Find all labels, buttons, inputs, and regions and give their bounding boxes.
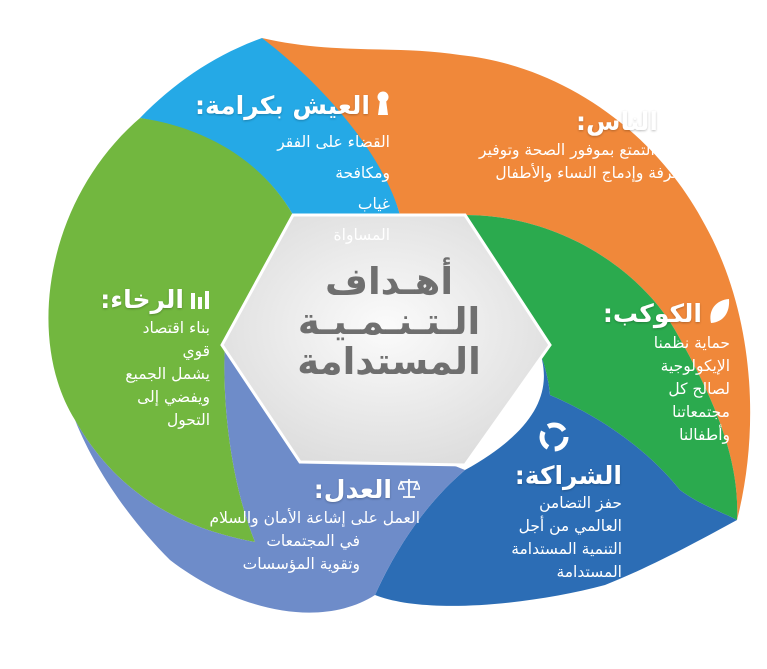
center-title: أهـداف الـتـنـمـيـة المستدامة	[258, 262, 520, 382]
prosperity-block: الرخاء: بناء اقتصاد قوي يشمل الجميع ويفض…	[50, 284, 210, 432]
dignity-line-4: المساواة	[333, 226, 390, 244]
dignity-block: العيش بكرامة: القضاء على الفقر ومكافحة غ…	[160, 90, 390, 247]
center-hexagon	[220, 213, 552, 467]
prosperity-title: الرخاء:	[100, 285, 184, 314]
dignity-line-3: غياب	[357, 195, 390, 213]
people-line-2: المعرفة وإدماج النساء والأطفال	[495, 164, 698, 182]
justice-title: العدل:	[313, 475, 392, 504]
planet-title: الكوكب:	[602, 299, 702, 328]
recycle-icon	[537, 420, 571, 458]
segment-dignity	[140, 38, 400, 215]
segment-prosperity	[48, 118, 293, 542]
partnership-line-2: العالمي من أجل	[518, 517, 622, 535]
segment-partnership	[375, 315, 737, 606]
planet-block: الكوكب: حماية نظمنا الإيكولوجية لصالح كل…	[560, 298, 730, 447]
dignity-line-2: ومكافحة	[335, 164, 390, 182]
partnership-title: الشراكة:	[514, 461, 622, 490]
prosperity-line-5: التحول	[167, 411, 210, 429]
planet-line-2: الإيكولوجية	[660, 357, 730, 375]
center-title-line-2: الـتـنـمـيـة	[297, 300, 481, 343]
planet-line-5: وأطفالنا	[679, 426, 730, 444]
justice-line-2: في المجتمعات	[266, 532, 360, 550]
segment-people	[262, 38, 751, 520]
planet-line-4: مجتمعاتنا	[672, 403, 730, 421]
prosperity-line-4: ويفضي إلى	[137, 388, 210, 406]
partnership-line-3: التنمية المستدامة	[511, 540, 622, 558]
leaf-icon	[708, 298, 730, 332]
people-icon	[664, 107, 698, 139]
people-line-1: ضمان التمتع بموفور الصحة وتوفير	[479, 141, 698, 159]
keyhole-icon	[376, 91, 390, 123]
center-title-line-3: المستدامة	[297, 340, 481, 383]
justice-line-3: وتقوية المؤسسات	[242, 555, 360, 573]
people-block: الناس: ضمان التمتع بموفور الصحة وتوفير ا…	[378, 106, 698, 185]
partnership-block: الشراكة: حفز التضامن العالمي من أجل التن…	[372, 460, 622, 584]
dignity-title: العيش بكرامة:	[195, 91, 370, 120]
scales-icon	[396, 475, 422, 507]
planet-line-3: لصالح كل	[668, 380, 730, 398]
partnership-line-1: حفز التضامن	[539, 494, 622, 512]
prosperity-line-2: قوي	[182, 342, 210, 360]
center-title-line-1: أهـداف	[324, 260, 454, 303]
people-title: الناس:	[575, 107, 658, 136]
prosperity-line-1: بناء اقتصاد	[142, 319, 210, 337]
partnership-line-4: المستدامة	[556, 563, 622, 581]
segment-planet	[465, 215, 738, 520]
planet-line-1: حماية نظمنا	[653, 334, 730, 352]
justice-block: العدل: العمل على إشاعة الأمان والسلام في…	[100, 474, 422, 576]
bar-chart-icon	[190, 285, 210, 317]
segment-justice	[75, 345, 465, 613]
dignity-line-1: القضاء على الفقر	[277, 133, 390, 151]
justice-line-1: العمل على إشاعة الأمان والسلام	[209, 509, 420, 527]
prosperity-line-3: يشمل الجميع	[125, 365, 210, 383]
